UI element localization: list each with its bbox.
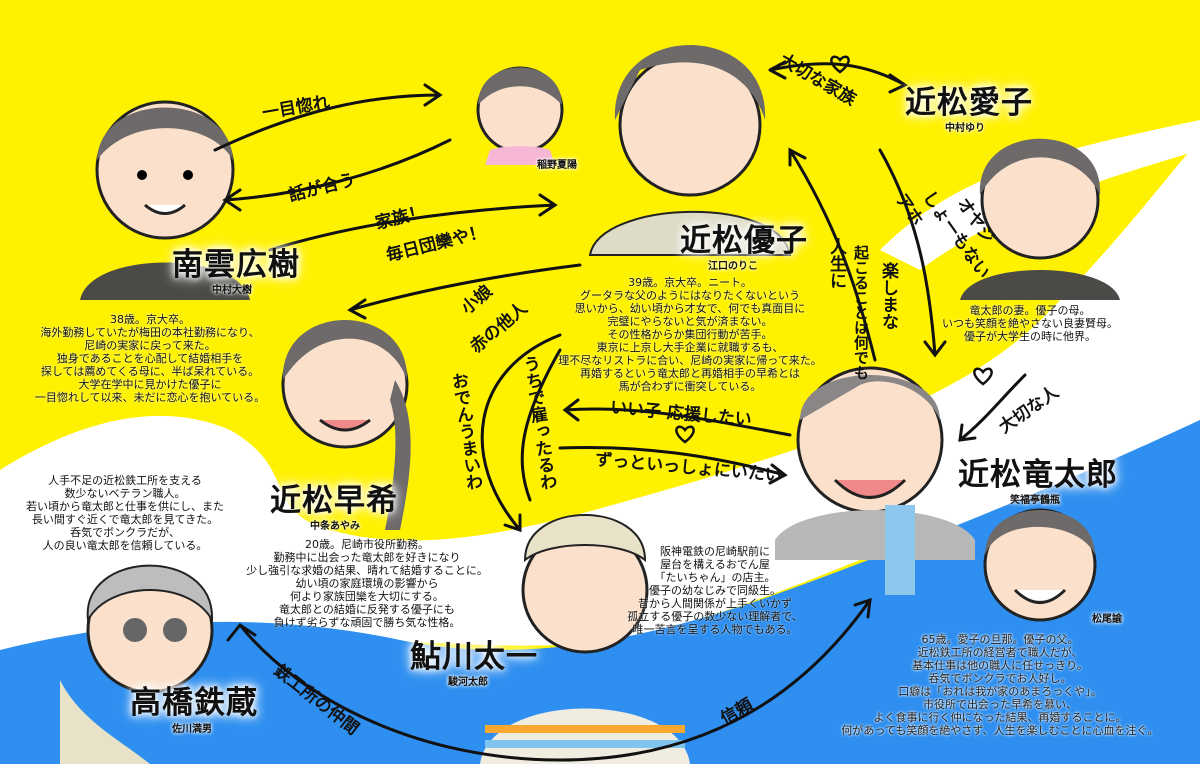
actor-name-tetsuzo: 佐川満男 [172,724,212,735]
arrow-zutto [558,445,788,485]
description-saki: 20歳。尼崎市役所勤務。 勤務中に出会った竜太郎を好きになり 少し強引な求婚の結… [246,538,488,629]
description-yuko: 39歳。京大卒。ニート。 グータラな父のようにはなりたくないという 思いから、幼… [558,276,822,393]
heart-icon [675,425,695,444]
portrait-matsuo [983,508,1097,622]
white-swoosh [0,140,1200,690]
blue-region [0,420,1200,764]
arrow-komusume [347,263,582,320]
actor-name-matsuo: 松尾諭 [1092,614,1122,625]
label-jinsei-3: 楽しまな [878,262,898,330]
actor-name-saki: 中条あやみ [310,521,360,532]
arrow-iiko [562,398,792,437]
portrait-nagumo [80,100,250,300]
actor-name-girl: 稲野夏陽 [537,160,577,171]
character-name-yuko: 近松優子 [680,223,808,259]
arrow-aho [878,148,947,358]
character-name-tetsuzo: 高橋鉄蔵 [130,685,258,721]
portrait-aiko [960,138,1120,300]
heart-icon [830,55,850,74]
label-jinsei-1: 人生に [826,238,846,289]
arrow-kazoku [268,193,558,252]
character-name-saki: 近松早希 [270,483,398,519]
heart-icon [973,367,993,386]
character-name-ryutaro: 近松竜太郎 [958,457,1118,493]
actor-name-yuko: 江口のりこ [708,261,758,272]
portrait-yuko [588,45,792,256]
arrow-hitomebore [213,83,443,152]
portrait-saki [281,320,411,530]
actor-name-taichi: 駿河太郎 [448,677,488,688]
arrow-taisetsu-kazoku [768,60,909,94]
description-taichi: 阪神電鉄の尼崎駅前に 屋台を構えるおでん屋 「たいちゃん」の店主。 優子の幼なじ… [627,545,803,636]
actor-name-aiko: 中村ゆり [945,123,985,134]
arrow-taisetsu-hito [958,373,1027,442]
arrow-hanashi [222,138,452,212]
description-ryutaro: 65歳。愛子の旦那。優子の父。 近松鉄工所の経営者で職人だが、 基本仕事は他の職… [841,633,1159,737]
arrow-oden [480,333,562,533]
portrait-tetsuzo [60,564,214,764]
actor-name-nagumo: 中村大樹 [212,285,252,296]
portrait-ryutaro [775,366,975,595]
character-name-taichi: 鮎川太一 [410,639,538,675]
relation-arrows [213,60,1027,762]
arrow-yatou [520,348,562,502]
portrait-girl [476,66,564,165]
label-jinsei-2: 起こることは何でも [852,245,870,380]
description-nagumo: 38歳。京大卒。 海外勤務していたが梅田の本社勤務になり、 尼崎の実家に戻って来… [34,313,266,404]
actor-name-ryutaro: 笑福亭鶴瓶 [1010,495,1060,506]
arrow-nakama-shinrai [226,597,872,762]
character-name-nagumo: 南雲広樹 [172,247,300,283]
description-tetsuzo: 人手不足の近松鉄工所を支える 数少ないベテラン職人。 若い頃から竜太郎と仕事を供… [26,474,224,552]
portrait-taichi [480,514,690,764]
description-aiko: 竜太郎の妻。優子の母。 いつも笑顔を絶やさない良妻賢母。 優子が大学生の時に他界… [942,304,1118,343]
character-name-aiko: 近松愛子 [905,85,1033,121]
arrow-jinsei [788,147,877,362]
